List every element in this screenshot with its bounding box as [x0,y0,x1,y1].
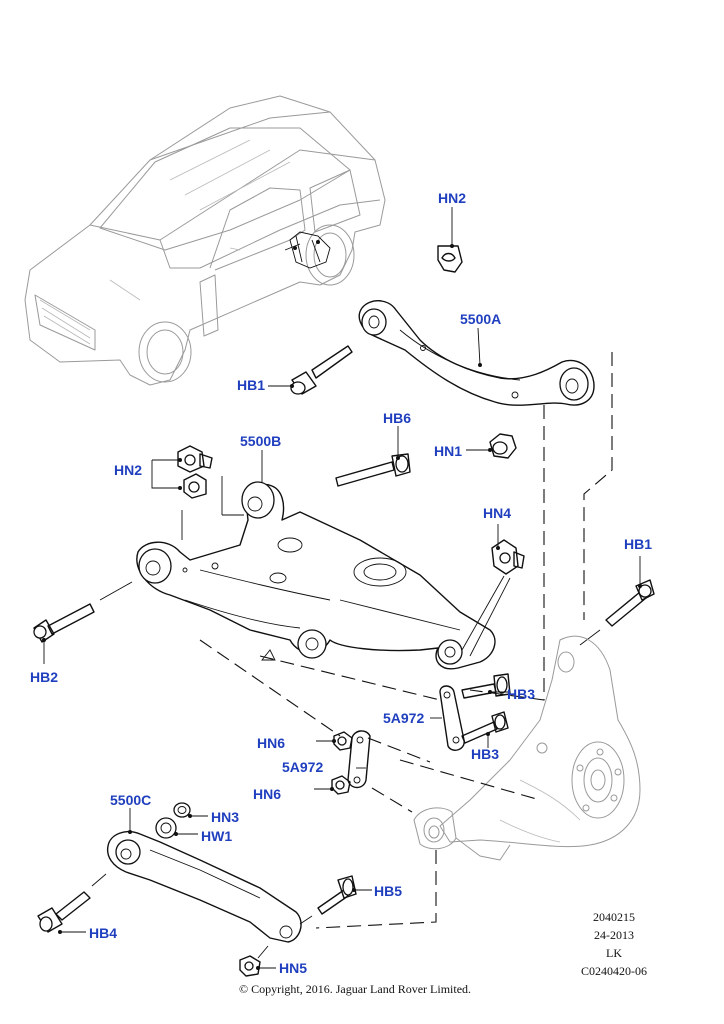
lower-arm-5500c [106,808,302,943]
upper-arm-5500a [358,300,595,406]
copyright-text: © Copyright, 2016. Jaguar Land Rover Lim… [239,982,471,996]
nut-washer-hn3-hw1 [155,802,208,839]
label-hn2-top: HN2 [438,190,466,206]
reference-line-1: 2040215 [593,910,635,924]
label-hb6: HB6 [383,410,411,426]
label-hb3-upper: HB3 [507,686,535,702]
label-hn1: HN1 [434,443,462,459]
links-5a972 [347,685,465,789]
lower-arm-5500b [136,450,496,670]
reference-line-3: LK [606,946,622,960]
alignment-dashed-lines [199,352,613,929]
label-hn5: HN5 [279,960,307,976]
nut-hn5 [239,945,276,977]
bolt-hb4 [37,873,107,934]
nuts-hn2-left [151,445,244,540]
label-hn6-lower: HN6 [253,786,281,802]
label-5500c: 5500C [110,792,151,808]
bolt-hb2 [33,581,133,664]
nut-hn2-top [437,207,463,273]
label-hw1: HW1 [201,828,232,844]
bolt-hb1-left [268,345,353,395]
nut-hn1 [466,433,517,459]
reference-line-4: C0240420-06 [581,964,647,978]
label-hb4: HB4 [89,925,117,941]
nuts-hn6 [314,731,353,795]
reference-block: 2040215 24-2013 LK C0240420-06 [581,910,647,978]
label-hb2: HB2 [30,669,58,685]
bolt-hb5 [299,875,372,925]
label-hb1-left: HB1 [237,377,265,393]
label-hb5: HB5 [374,883,402,899]
callout-labels: HN2 5500A HB1 HB6 HN1 5500B HN2 HN4 HB1 … [30,190,652,976]
bolt-hb6 [335,426,411,487]
label-5500a: 5500A [460,311,501,327]
reference-line-2: 24-2013 [594,928,634,942]
bolts-hb3 [461,673,511,748]
label-hn6-upper: HN6 [257,735,285,751]
label-5500b: 5500B [240,433,281,449]
label-hb3-lower: HB3 [471,746,499,762]
bolt-hb1-right [579,556,655,646]
bracket-hn4 [461,524,525,657]
label-hn3: HN3 [211,809,239,825]
hub-knuckle [413,635,641,861]
label-5a972-lower: 5A972 [282,759,323,775]
vehicle-illustration [24,95,386,386]
label-hn2-left: HN2 [114,462,142,478]
label-hb1-right: HB1 [624,536,652,552]
label-5a972-upper: 5A972 [383,710,424,726]
label-hn4: HN4 [483,505,511,521]
